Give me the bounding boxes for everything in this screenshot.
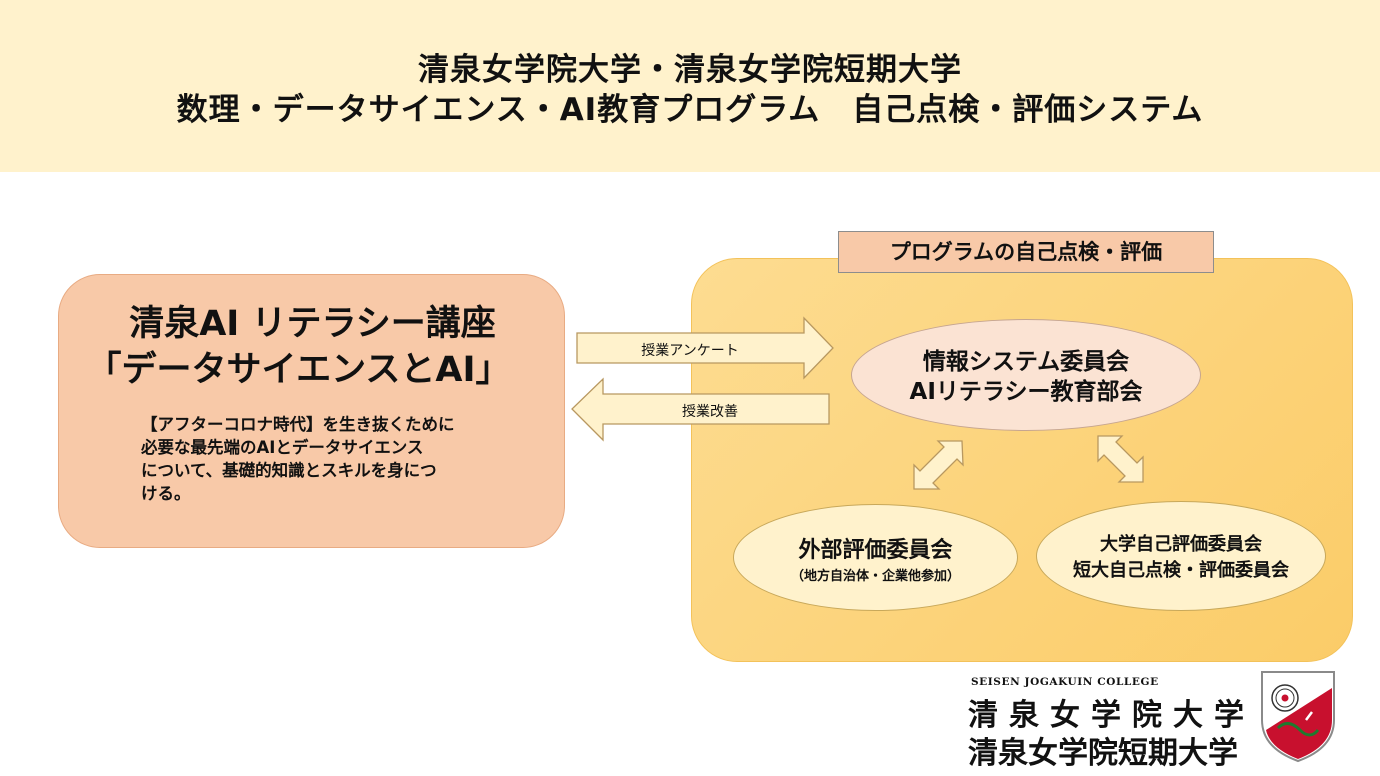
external-committee-node: 外部評価委員会 （地方自治体・企業他参加） [733, 504, 1018, 611]
double-arrow-university [1097, 435, 1144, 483]
logo-college-name: 清泉女学院短期大学 [968, 736, 1238, 771]
header-banner: 清泉女学院大学・清泉女学院短期大学 数理・データサイエンス・AI教育プログラム … [0, 0, 1380, 172]
info-committee-line2: AIリテラシー教育部会 [909, 379, 1143, 405]
course-description: 【アフターコロナ時代】を生き抜くために 必要な最先端のAIとデータサイエンス に… [141, 413, 501, 505]
logo-english-name: SEISEN JOGAKUIN COLLEGE [971, 676, 1159, 688]
header-title-line2: 数理・データサイエンス・AI教育プログラム 自己点検・評価システム [176, 92, 1204, 128]
improvement-arrow [571, 377, 830, 442]
external-committee-line1: 外部評価委員会 [798, 538, 953, 563]
course-title-line1: 清泉AI リテラシー講座 [129, 304, 496, 344]
university-committee-line2: 短大自己点検・評価委員会 [1073, 560, 1289, 581]
improvement-arrow-label: 授業改善 [682, 404, 738, 420]
university-committee-node: 大学自己評価委員会 短大自己点検・評価委員会 [1036, 501, 1326, 611]
info-committee-line1: 情報システム委員会 [922, 349, 1130, 375]
header-title-line1: 清泉女学院大学・清泉女学院短期大学 [418, 52, 962, 88]
self-evaluation-label: プログラムの自己点検・評価 [838, 231, 1214, 273]
university-committee-line1: 大学自己評価委員会 [1100, 534, 1262, 555]
course-description-line: について、基礎的知識とスキルを身につ [141, 461, 437, 480]
course-title-line2: 「データサイエンスとAI」 [86, 350, 511, 390]
course-description-line: ける。 [141, 484, 191, 503]
school-crest-icon [1261, 671, 1335, 763]
course-description-line: 必要な最先端のAIとデータサイエンス [141, 438, 424, 457]
course-description-line: 【アフターコロナ時代】を生き抜くために [141, 415, 455, 434]
course-box: 清泉AI リテラシー講座 「データサイエンスとAI」 【アフターコロナ時代】を生… [58, 274, 565, 548]
double-arrow-external [913, 440, 964, 490]
info-committee-node: 情報システム委員会 AIリテラシー教育部会 [851, 319, 1201, 431]
logo-university-name: 清泉女学院大学 [968, 698, 1255, 733]
external-committee-line2: （地方自治体・企業他参加） [790, 569, 960, 584]
survey-arrow [576, 316, 834, 380]
survey-arrow-label: 授業アンケート [641, 343, 739, 359]
